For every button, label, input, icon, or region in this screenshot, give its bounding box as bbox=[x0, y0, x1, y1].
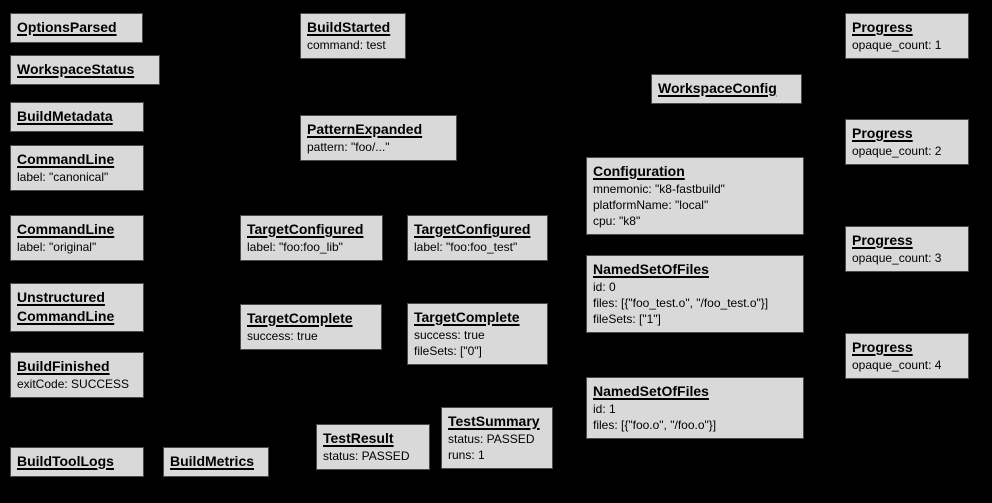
node-detail: opaque_count: 4 bbox=[852, 358, 942, 372]
node-progress-2: Progress opaque_count: 2 bbox=[845, 119, 969, 165]
node-build-finished: BuildFinished exitCode: SUCCESS bbox=[10, 352, 144, 398]
node-detail: exitCode: SUCCESS bbox=[17, 377, 130, 391]
node-title: TargetComplete bbox=[414, 309, 520, 325]
node-detail: files: [{"foo_test.o", "/foo_test.o"}] bbox=[593, 296, 769, 310]
node-progress-4: Progress opaque_count: 4 bbox=[845, 333, 969, 379]
node-title: Unstructured CommandLine bbox=[17, 289, 115, 324]
node-build-metrics: BuildMetrics bbox=[163, 447, 269, 477]
node-options-parsed: OptionsParsed bbox=[10, 13, 143, 43]
node-title: Progress bbox=[852, 125, 913, 141]
node-test-summary: TestSummary status: PASSED runs: 1 bbox=[441, 407, 553, 469]
node-detail: id: 1 bbox=[593, 402, 616, 416]
node-detail: runs: 1 bbox=[448, 448, 485, 462]
node-target-configured-test: TargetConfigured label: "foo:foo_test" bbox=[407, 215, 548, 261]
node-detail: fileSets: ["1"] bbox=[593, 312, 661, 326]
node-title: PatternExpanded bbox=[307, 121, 423, 137]
node-title: WorkspaceConfig bbox=[658, 80, 777, 96]
node-detail: label: "foo:foo_test" bbox=[414, 240, 518, 254]
node-detail: platformName: "local" bbox=[593, 198, 709, 212]
node-title: NamedSetOfFiles bbox=[593, 383, 709, 399]
node-title: WorkspaceStatus bbox=[17, 61, 135, 77]
node-target-complete-lib: TargetComplete success: true bbox=[240, 304, 382, 350]
node-title: Progress bbox=[852, 232, 913, 248]
node-build-tool-logs: BuildToolLogs bbox=[10, 447, 144, 477]
node-unstructured-command-line: Unstructured CommandLine bbox=[10, 283, 144, 332]
node-test-result: TestResult status: PASSED bbox=[316, 424, 430, 470]
node-workspace-config: WorkspaceConfig bbox=[651, 74, 802, 104]
node-title: TestResult bbox=[323, 430, 394, 446]
node-title: TargetConfigured bbox=[414, 221, 531, 237]
node-title: TargetComplete bbox=[247, 310, 353, 326]
node-title: Progress bbox=[852, 19, 913, 35]
node-target-complete-test: TargetComplete success: true fileSets: [… bbox=[407, 303, 548, 365]
node-detail: opaque_count: 2 bbox=[852, 144, 942, 158]
node-progress-1: Progress opaque_count: 1 bbox=[845, 13, 969, 59]
node-detail: status: PASSED bbox=[323, 449, 410, 463]
node-detail: files: [{"foo.o", "/foo.o"}] bbox=[593, 418, 717, 432]
node-title: TestSummary bbox=[448, 413, 540, 429]
node-title: BuildMetadata bbox=[17, 108, 113, 124]
node-title: NamedSetOfFiles bbox=[593, 261, 709, 277]
node-pattern-expanded: PatternExpanded pattern: "foo/..." bbox=[300, 115, 457, 161]
node-detail: success: true bbox=[247, 329, 318, 343]
node-named-set-of-files-1: NamedSetOfFiles id: 1 files: [{"foo.o", … bbox=[586, 377, 804, 439]
node-detail: label: "canonical" bbox=[17, 170, 109, 184]
node-configuration: Configuration mnemonic: "k8-fastbuild" p… bbox=[586, 157, 804, 235]
node-detail: fileSets: ["0"] bbox=[414, 344, 482, 358]
node-title: CommandLine bbox=[17, 151, 115, 167]
node-detail: status: PASSED bbox=[448, 432, 535, 446]
node-title: BuildMetrics bbox=[170, 453, 255, 469]
node-title: TargetConfigured bbox=[247, 221, 364, 237]
node-workspace-status: WorkspaceStatus bbox=[10, 55, 160, 85]
node-detail: cpu: "k8" bbox=[593, 214, 641, 228]
node-command-line-original: CommandLine label: "original" bbox=[10, 215, 144, 261]
node-title: BuildFinished bbox=[17, 358, 110, 374]
node-title: Configuration bbox=[593, 163, 685, 179]
node-build-started: BuildStarted command: test bbox=[300, 13, 406, 59]
node-title: OptionsParsed bbox=[17, 19, 117, 35]
node-detail: success: true bbox=[414, 328, 485, 342]
node-command-line-canonical: CommandLine label: "canonical" bbox=[10, 145, 144, 191]
node-detail: label: "original" bbox=[17, 240, 97, 254]
node-progress-3: Progress opaque_count: 3 bbox=[845, 226, 969, 272]
node-detail: mnemonic: "k8-fastbuild" bbox=[593, 182, 725, 196]
node-title: BuildToolLogs bbox=[17, 453, 114, 469]
node-detail: pattern: "foo/..." bbox=[307, 140, 390, 154]
node-target-configured-lib: TargetConfigured label: "foo:foo_lib" bbox=[240, 215, 383, 261]
node-title: Progress bbox=[852, 339, 913, 355]
node-detail: opaque_count: 1 bbox=[852, 38, 942, 52]
node-detail: opaque_count: 3 bbox=[852, 251, 942, 265]
node-detail: label: "foo:foo_lib" bbox=[247, 240, 343, 254]
node-title: CommandLine bbox=[17, 221, 115, 237]
node-build-metadata: BuildMetadata bbox=[10, 102, 144, 132]
node-detail: id: 0 bbox=[593, 280, 616, 294]
node-detail: command: test bbox=[307, 38, 386, 52]
node-named-set-of-files-0: NamedSetOfFiles id: 0 files: [{"foo_test… bbox=[586, 255, 804, 333]
node-title: BuildStarted bbox=[307, 19, 391, 35]
